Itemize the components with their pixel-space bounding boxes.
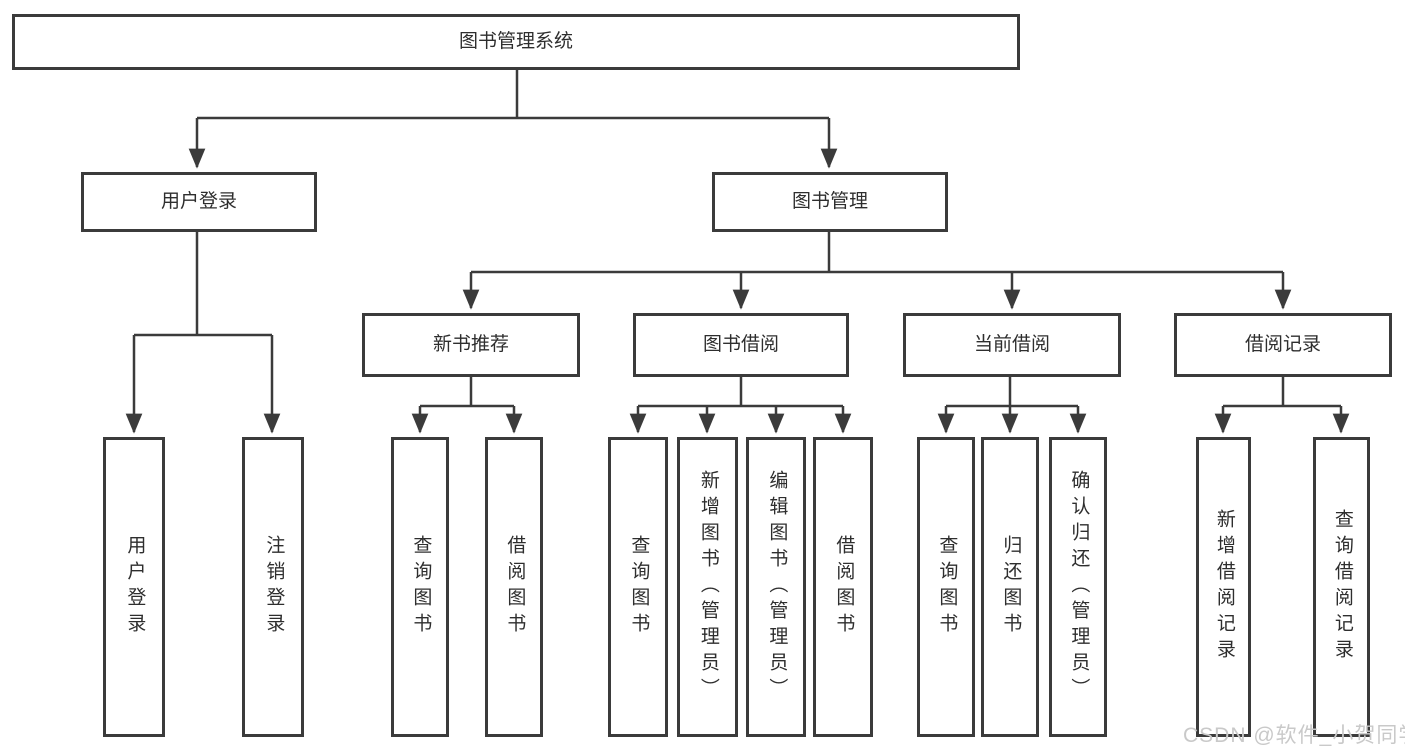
leaf-label: 新增图书（管理员） [697,470,719,704]
node-label: 当前借阅 [973,333,1050,355]
leaf-label: 编辑图书（管理员） [766,470,788,704]
leaf-query-books-borrow: 查询图书 [608,437,668,737]
leaf-logout: 注销登录 [242,437,304,737]
leaf-query-borrow-record: 查询借阅记录 [1313,437,1370,737]
node-label: 图书管理系统 [458,30,573,52]
node-user-login: 用户登录 [81,172,317,232]
node-book-management: 图书管理 [712,172,948,232]
leaf-add-book-admin: 新增图书（管理员） [677,437,738,737]
node-label: 图书借阅 [702,333,779,355]
node-new-book-recommendation: 新书推荐 [362,313,580,377]
node-book-borrowing: 图书借阅 [633,313,849,377]
leaf-query-books-recommend: 查询图书 [391,437,449,737]
leaf-label: 查询图书 [628,535,650,639]
leaf-label: 查询图书 [936,535,958,639]
node-borrowing-records: 借阅记录 [1174,313,1392,377]
leaf-label: 确认归还（管理员） [1068,470,1090,704]
leaf-label: 查询借阅记录 [1331,509,1353,665]
leaf-label: 查询图书 [410,535,432,639]
leaf-label: 借阅图书 [833,535,855,639]
leaf-user-login: 用户登录 [103,437,165,737]
leaf-label: 新增借阅记录 [1213,509,1235,665]
leaf-confirm-return-admin: 确认归还（管理员） [1049,437,1107,737]
leaf-add-borrow-record: 新增借阅记录 [1196,437,1251,737]
leaf-edit-book-admin: 编辑图书（管理员） [746,437,806,737]
leaf-label: 借阅图书 [504,535,526,639]
node-label: 借阅记录 [1244,333,1321,355]
leaf-label: 用户登录 [124,535,146,639]
leaf-query-books-current: 查询图书 [917,437,975,737]
leaf-label: 注销登录 [263,535,285,639]
leaf-borrow-books-recommend: 借阅图书 [485,437,543,737]
node-label: 图书管理 [791,190,868,212]
leaf-return-books: 归还图书 [981,437,1039,737]
node-label: 用户登录 [160,190,237,212]
leaf-label: 归还图书 [1000,535,1022,639]
leaf-borrow-books: 借阅图书 [813,437,873,737]
node-label: 新书推荐 [432,333,509,355]
node-current-borrowing: 当前借阅 [903,313,1121,377]
watermark: CSDN @软件_小贺同学 [1183,724,1405,747]
node-library-management-system: 图书管理系统 [12,14,1020,70]
